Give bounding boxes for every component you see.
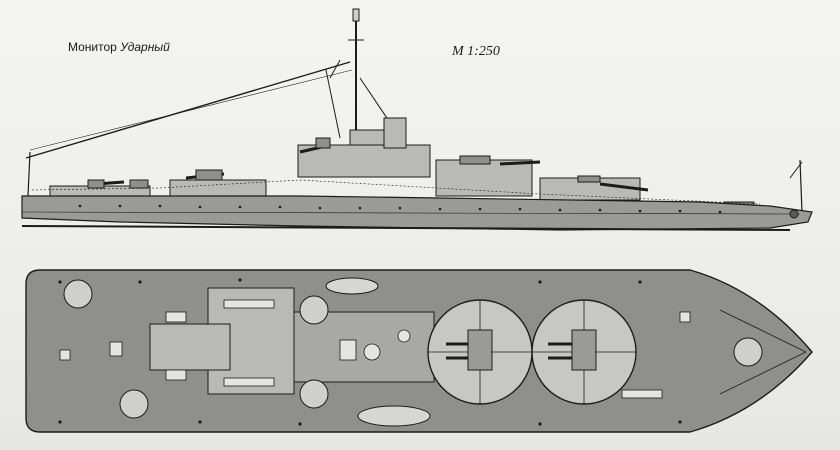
antenna-wire-2 — [29, 69, 353, 151]
bow-gun-tub — [733, 337, 763, 367]
upper-bridge — [383, 117, 407, 149]
bridge-block — [297, 144, 431, 178]
mast-top — [352, 8, 360, 22]
gun-tub-mid-left — [299, 295, 329, 325]
gun-tub-mid-right — [299, 379, 329, 409]
bow-anchor — [789, 209, 799, 219]
drawing-caption: Монитор Ударный — [68, 40, 170, 54]
portholes — [78, 204, 722, 214]
scale-label: М 1:250 — [452, 44, 500, 59]
ship-boat-starboard — [357, 405, 431, 427]
fore-turret-base — [435, 159, 533, 197]
gun-barrel — [599, 182, 649, 192]
deck-railing — [31, 179, 761, 205]
caption-prefix: Монитор — [68, 40, 117, 54]
ship-boat-port — [325, 277, 379, 295]
antenna-wire — [25, 61, 351, 159]
bow-jackstaff — [799, 159, 803, 213]
forward-superstructure — [149, 323, 231, 371]
gun-tub-stern-right — [119, 389, 149, 419]
boot-topping — [21, 225, 791, 231]
caption-ship-name: Ударный — [120, 40, 170, 54]
stern-flagstaff — [27, 151, 31, 197]
waterline — [21, 211, 801, 215]
gun-barrel — [499, 160, 541, 166]
deck-hatches — [59, 299, 691, 399]
gun-tub-stern-left — [63, 279, 93, 309]
